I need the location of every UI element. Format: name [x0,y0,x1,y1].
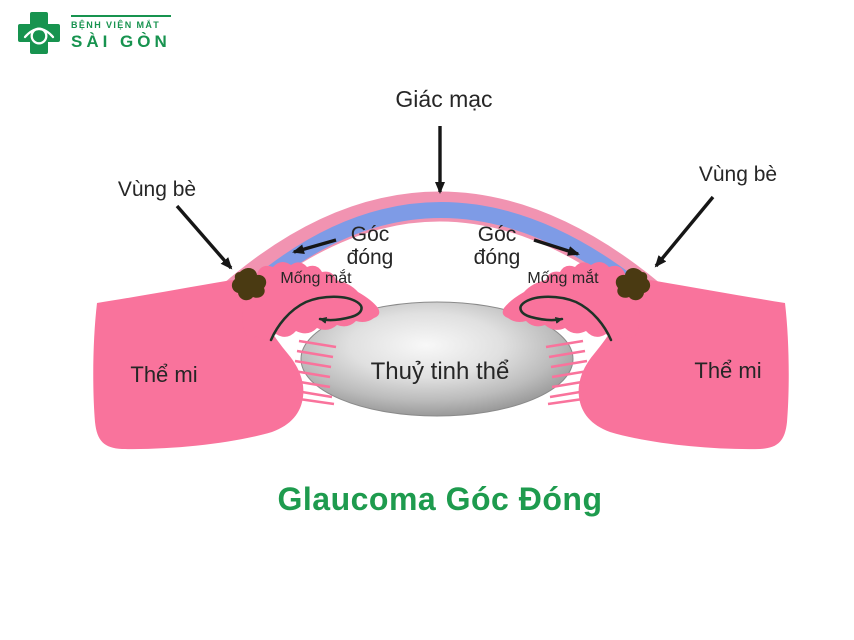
label-lens: Thuỷ tinh thể [371,358,510,385]
label-angle-right-line1: Góc [478,223,517,246]
label-ciliary-right: Thể mi [694,358,761,383]
hospital-name-line2: SÀI GÒN [71,31,171,51]
hospital-logo: BỆNH VIỆN MẮT SÀI GÒN [16,10,171,56]
label-angle-right-line2: đóng [474,246,521,269]
trabecular-right-pointer-arrow [654,195,715,268]
aqueous-flow-arrow [269,295,363,342]
lens-shape [300,301,574,417]
label-iris-left: Mống mắt [280,268,352,287]
trabecular-left-pointer-arrow [175,204,233,270]
hospital-name-line1: BỆNH VIỆN MẮT [71,14,171,30]
label-angle-left-line2: đóng [347,246,394,269]
angle-right-pointer-arrow [533,238,580,256]
eye-hospital-cross-icon [18,12,60,54]
label-ciliary-left: Thể mi [130,362,197,387]
zonule-fibers [293,339,337,406]
angle-left-pointer-arrow [292,238,337,255]
label-trabecular-right: Vùng bè [699,163,777,186]
anatomy-left-group [93,261,380,450]
label-angle-left-line1: Góc [351,223,390,246]
label-iris-right: Mống mắt [527,268,599,287]
trabecular-meshwork-shape [231,268,267,301]
diagram-title: Glaucoma Góc Đóng [277,481,603,517]
label-cornea: Giác mạc [395,86,492,112]
label-trabecular-left: Vùng bè [118,178,196,201]
